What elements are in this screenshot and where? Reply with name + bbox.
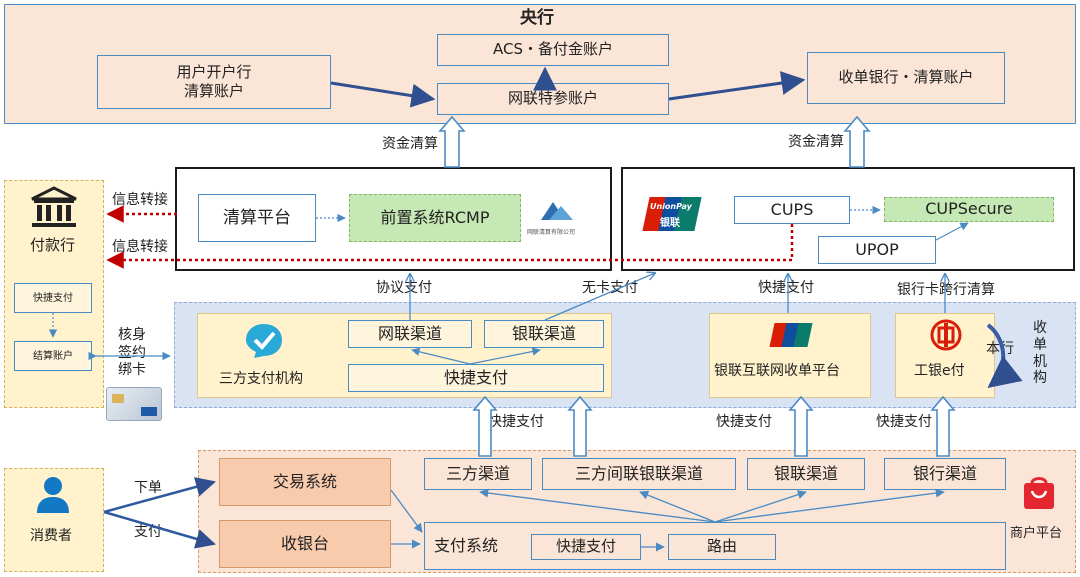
cupsecure-box: CUPSecure [884,197,1054,222]
netunion-channel-box: 网联渠道 [348,320,472,348]
consumer-title: 消费者 [30,528,72,544]
label-quick-pay-b: 快捷支付 [716,414,772,430]
consumer-arrows [103,477,216,549]
label-protocol-pay: 协议支付 [376,280,432,296]
label-quick-pay-a: 快捷支付 [488,414,544,430]
channel-unionpay-box: 银联渠道 [747,458,865,490]
payer-bank-title: 付款行 [30,236,76,254]
icbc-title: 工银e付 [914,363,965,379]
central-bank-title: 央行 [520,8,554,28]
channel-third-box: 三方渠道 [424,458,532,490]
block-arrows [438,115,956,457]
unionpay-logo: UnionPay 银联 [642,197,702,231]
label-info-forward-2: 信息转接 [112,239,168,255]
bank-building-icon [26,185,82,231]
label-acquirer-org: 收 单 机 构 [1033,320,1047,387]
label-order: 下单 [134,480,162,496]
third-party-fan [411,347,541,365]
rcmp-box: 前置系统RCMP [349,194,521,242]
clearing-platform-box: 清算平台 [198,194,316,242]
person-icon [35,475,71,515]
label-fund-clearing-right: 资金清算 [788,134,844,150]
netunion-logo-icon [541,202,573,220]
netunion-logo: 网联清算有限公司 [527,200,595,238]
channel-third-interbank-box: 三方间联银联渠道 [542,458,736,490]
unionpay-platform-title: 银联互联网收单平台 [714,363,840,379]
label-interbank-clearing: 银行卡跨行清算 [897,282,995,298]
bank-card-image [106,387,162,421]
unionpay-channel-box: 银联渠道 [484,320,604,348]
third-party-quick-pay-box: 快捷支付 [348,364,604,392]
netunion-logo-text: 网联清算有限公司 [527,229,576,236]
merchant-quick-pay-box: 快捷支付 [531,534,641,560]
acquiring-bank-clearing-box: 收单银行・清算账户 [807,52,1005,104]
merchant-title: 商户平台 [1010,526,1063,541]
upop-to-cupsecure-arrow [935,222,969,241]
third-party-title: 三方支付机构 [219,371,303,387]
upop-box: UPOP [818,236,936,264]
merchant-links [390,488,945,552]
routing-box: 路由 [668,534,776,560]
settlement-account-box: 结算账户 [14,341,92,371]
label-quick-pay-cups: 快捷支付 [758,280,814,296]
payer-quick-pay-box: 快捷支付 [14,283,92,313]
icbc-logo-icon [929,318,963,352]
label-this-bank: 本行 [986,341,1014,357]
label-info-forward-1: 信息转接 [112,192,168,208]
cups-box: CUPS [734,196,850,224]
label-quick-pay-c: 快捷支付 [876,414,932,430]
unionpay-logo-bottom: 银联 [660,218,680,229]
trade-system-box: 交易系统 [219,458,391,506]
label-cardless-pay: 无卡支付 [582,280,638,296]
shopping-bag-icon [1022,475,1056,511]
upward-links [410,273,945,321]
third-party-logo-icon [244,322,284,360]
icbc-self-loop-arrow [986,323,1023,388]
unionpay-logo-top: UnionPay [650,202,692,211]
channel-bank-box: 银行渠道 [884,458,1006,490]
label-fund-clearing-left: 资金清算 [382,136,438,152]
user-bank-clearing-label: 用户开户行 清算账户 [176,62,252,101]
central-bank-arrows [330,66,806,108]
consumer-region [4,468,104,572]
payment-system-title: 支付系统 [434,536,499,555]
acs-account-box: ACS・备付金账户 [437,34,669,66]
user-bank-clearing-box: 用户开户行 清算账户 [97,55,331,109]
info-forward-arrows [106,205,794,269]
cashier-box: 收银台 [219,520,391,568]
